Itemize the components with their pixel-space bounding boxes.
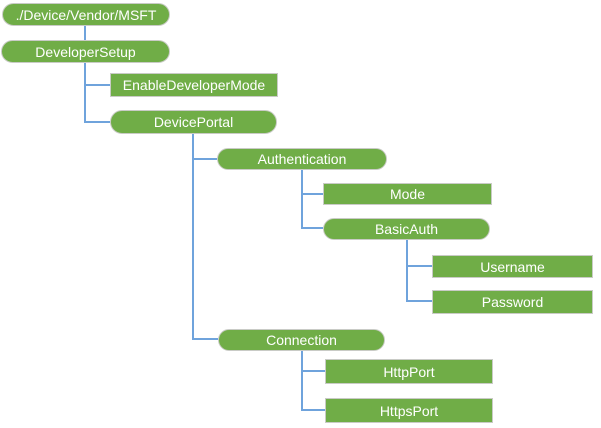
connector-branch-httpport xyxy=(301,370,325,372)
node-httpport: HttpPort xyxy=(325,359,493,384)
connector-root-developersetup xyxy=(84,26,86,40)
connector-branch-basicauth xyxy=(301,227,323,229)
node-authentication: Authentication xyxy=(217,148,387,170)
node-connection: Connection xyxy=(218,329,385,351)
node-basicauth: BasicAuth xyxy=(323,218,490,240)
node-deviceportal: DevicePortal xyxy=(110,110,277,134)
node-username: Username xyxy=(432,255,593,278)
node-httpsport: HttpsPort xyxy=(325,398,493,423)
connector-authentication-trunk xyxy=(301,170,303,229)
connector-developersetup-trunk xyxy=(84,63,86,122)
connector-branch-username xyxy=(406,265,432,267)
node-device-vendor-msft: ./Device/Vendor/MSFT xyxy=(2,3,170,26)
node-mode: Mode xyxy=(323,183,492,205)
connector-branch-enabledevelopermode xyxy=(84,84,110,86)
connector-branch-httpsport xyxy=(301,409,325,411)
node-developersetup: DeveloperSetup xyxy=(1,40,170,63)
connector-connection-trunk xyxy=(301,351,303,411)
connector-deviceportal-trunk xyxy=(192,134,194,340)
connector-branch-deviceportal xyxy=(84,121,110,123)
connector-branch-password xyxy=(406,300,432,302)
connector-branch-mode xyxy=(301,193,323,195)
connector-branch-authentication xyxy=(192,158,217,160)
connector-branch-connection xyxy=(192,338,218,340)
node-enabledevelopermode: EnableDeveloperMode xyxy=(110,73,278,97)
connector-basicauth-trunk xyxy=(406,240,408,302)
node-password: Password xyxy=(432,290,593,314)
